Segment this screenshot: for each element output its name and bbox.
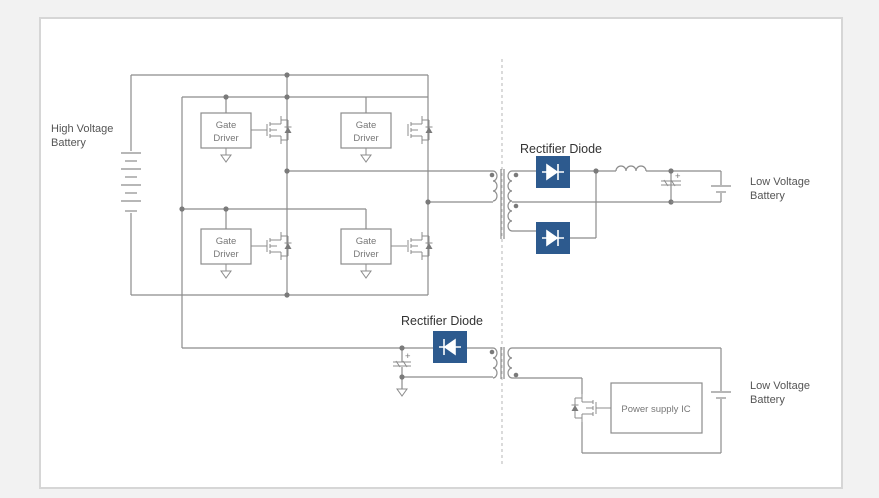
gate-driver-top-right: Gate Driver bbox=[340, 112, 392, 163]
gate-driver-top-left: Gate Driver bbox=[200, 112, 267, 163]
gate-driver-bottom-right: Gate Driver bbox=[340, 228, 407, 279]
mosfet-aux bbox=[571, 393, 611, 453]
svg-text:Driver: Driver bbox=[353, 249, 378, 260]
low-voltage-battery-1-symbol bbox=[671, 171, 731, 203]
power-supply-ic: Power supply IC bbox=[610, 382, 703, 434]
mosfet-bottom-left bbox=[266, 231, 292, 261]
mosfet-bottom-right bbox=[407, 231, 433, 261]
output-capacitor-1: + bbox=[661, 171, 681, 187]
diagram-frame: High Voltage Battery Gate Driver bbox=[39, 17, 843, 489]
svg-text:Driver: Driver bbox=[213, 249, 238, 260]
high-voltage-battery-symbol bbox=[121, 75, 141, 295]
svg-text:+: + bbox=[405, 351, 411, 362]
rectifier-diode-label-2: Rectifier Diode bbox=[401, 314, 483, 328]
svg-text:Gate: Gate bbox=[356, 120, 377, 131]
output-inductor bbox=[615, 165, 721, 172]
rectifier-diode-lower bbox=[536, 222, 570, 254]
svg-text:Driver: Driver bbox=[353, 133, 378, 144]
bridge-rails bbox=[131, 74, 493, 348]
high-voltage-battery-label: High Voltage Battery bbox=[51, 123, 116, 149]
svg-text:+: + bbox=[675, 171, 681, 182]
svg-text:Gate: Gate bbox=[356, 236, 377, 247]
mosfet-top-left bbox=[266, 115, 292, 145]
aux-capacitor: + bbox=[393, 348, 411, 397]
mosfet-top-right bbox=[407, 115, 433, 145]
svg-text:Driver: Driver bbox=[213, 133, 238, 144]
rectifier-diode-label-1: Rectifier Diode bbox=[520, 142, 602, 156]
transformer-1 bbox=[489, 169, 672, 239]
low-voltage-battery-2-label: Low Voltage Battery bbox=[750, 380, 813, 406]
gate-driver-bottom-left: Gate Driver bbox=[200, 228, 267, 279]
svg-text:Gate: Gate bbox=[216, 236, 237, 247]
rectifier-diode-aux bbox=[433, 331, 467, 363]
svg-text:Power supply IC: Power supply IC bbox=[621, 404, 690, 415]
low-voltage-battery-2-symbol bbox=[711, 348, 731, 453]
rectifier-diode-upper bbox=[536, 156, 570, 188]
svg-text:Gate: Gate bbox=[216, 120, 237, 131]
circuit-diagram: High Voltage Battery Gate Driver bbox=[51, 59, 813, 465]
low-voltage-battery-1-label: Low Voltage Battery bbox=[750, 176, 813, 202]
transformer-2 bbox=[489, 347, 519, 379]
